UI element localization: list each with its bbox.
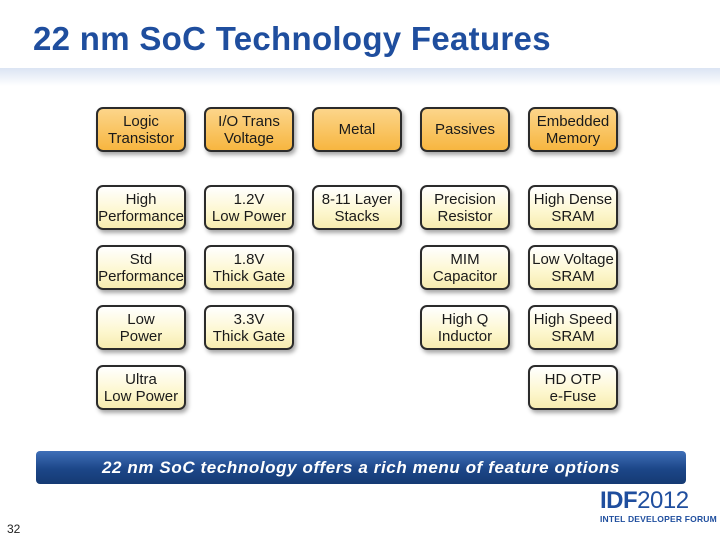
feature-box-4-3-line-1: High Q <box>441 310 489 328</box>
feature-box-4-1-line-2: Resistor <box>437 207 493 225</box>
title-underline <box>0 68 720 86</box>
slide-title: 22 nm SoC Technology Features <box>33 20 551 57</box>
feature-box-5-3-line-1: High Speed <box>533 310 613 328</box>
feature-box-2-1-line-2: Low Power <box>211 207 287 225</box>
category-header-5-line-2: Memory <box>545 129 601 147</box>
feature-box-5-4-line-2: e-Fuse <box>549 387 597 405</box>
category-header-2-line-1: I/O Trans <box>218 112 280 130</box>
page-number: 32 <box>7 522 21 536</box>
feature-box-2-3-line-2: Thick Gate <box>212 327 286 345</box>
feature-box-4-3-line-2: Inductor <box>437 327 493 345</box>
category-header-4: Passives <box>420 107 510 152</box>
category-header-1-line-1: Logic <box>123 112 159 130</box>
idf-logo: IDF2012 INTEL DEVELOPER FORUM <box>600 487 717 528</box>
feature-box-5-2-line-1: Low Voltage <box>532 250 614 268</box>
feature-box-1-2-line-1: Std <box>129 250 153 268</box>
feature-box-2-3-line-1: 3.3V <box>233 310 265 328</box>
feature-box-4-2-line-1: MIM <box>450 250 480 268</box>
category-header-4-line-1: Passives <box>434 121 496 138</box>
feature-box-1-4-line-1: Ultra <box>125 370 157 388</box>
category-header-1-line-2: Transistor <box>107 129 175 147</box>
category-header-4-label: Passives <box>435 121 495 138</box>
feature-box-2-1-line-1: 1.2V <box>233 190 265 208</box>
feature-box-1-3-line-1: Low <box>127 310 155 328</box>
feature-box-3-1-line-1: 8-11 Layer <box>321 190 393 208</box>
feature-box-5-1-line-2: SRAM <box>551 207 595 225</box>
feature-box-4-1-line-1: Precision <box>434 190 496 208</box>
category-header-3: Metal <box>312 107 402 152</box>
category-header-2-line-2: Voltage <box>223 129 275 147</box>
feature-box-1-2-line-2: Performance <box>98 267 184 285</box>
feature-box-4-2-line-2: Capacitor <box>432 267 498 285</box>
category-header-3-label: Metal <box>339 121 376 138</box>
feature-box-3-1-line-2: Stacks <box>334 207 380 225</box>
feature-box-1-1-line-2: Performance <box>98 207 184 225</box>
feature-box-1-1-line-1: High <box>125 190 157 208</box>
feature-box-5-3-line-2: SRAM <box>551 327 595 345</box>
category-header-5-line-1: Embedded <box>536 112 610 130</box>
summary-banner: 22 nm SoC technology offers a rich menu … <box>36 451 686 484</box>
feature-box-5-1-line-1: High Dense <box>533 190 613 208</box>
feature-box-1-4-line-2: Low Power <box>103 387 179 405</box>
category-header-3-line-1: Metal <box>338 121 376 138</box>
idf-logo-subtitle: INTEL DEVELOPER FORUM <box>600 514 717 524</box>
feature-box-5-2-line-2: SRAM <box>551 267 595 285</box>
feature-box-2-2-line-2: Thick Gate <box>212 267 286 285</box>
idf-logo-main: IDF2012 <box>600 487 689 514</box>
feature-box-1-3-line-2: Power <box>119 327 163 345</box>
feature-box-2-2-line-1: 1.8V <box>233 250 265 268</box>
feature-box-5-4-line-1: HD OTP <box>544 370 602 388</box>
